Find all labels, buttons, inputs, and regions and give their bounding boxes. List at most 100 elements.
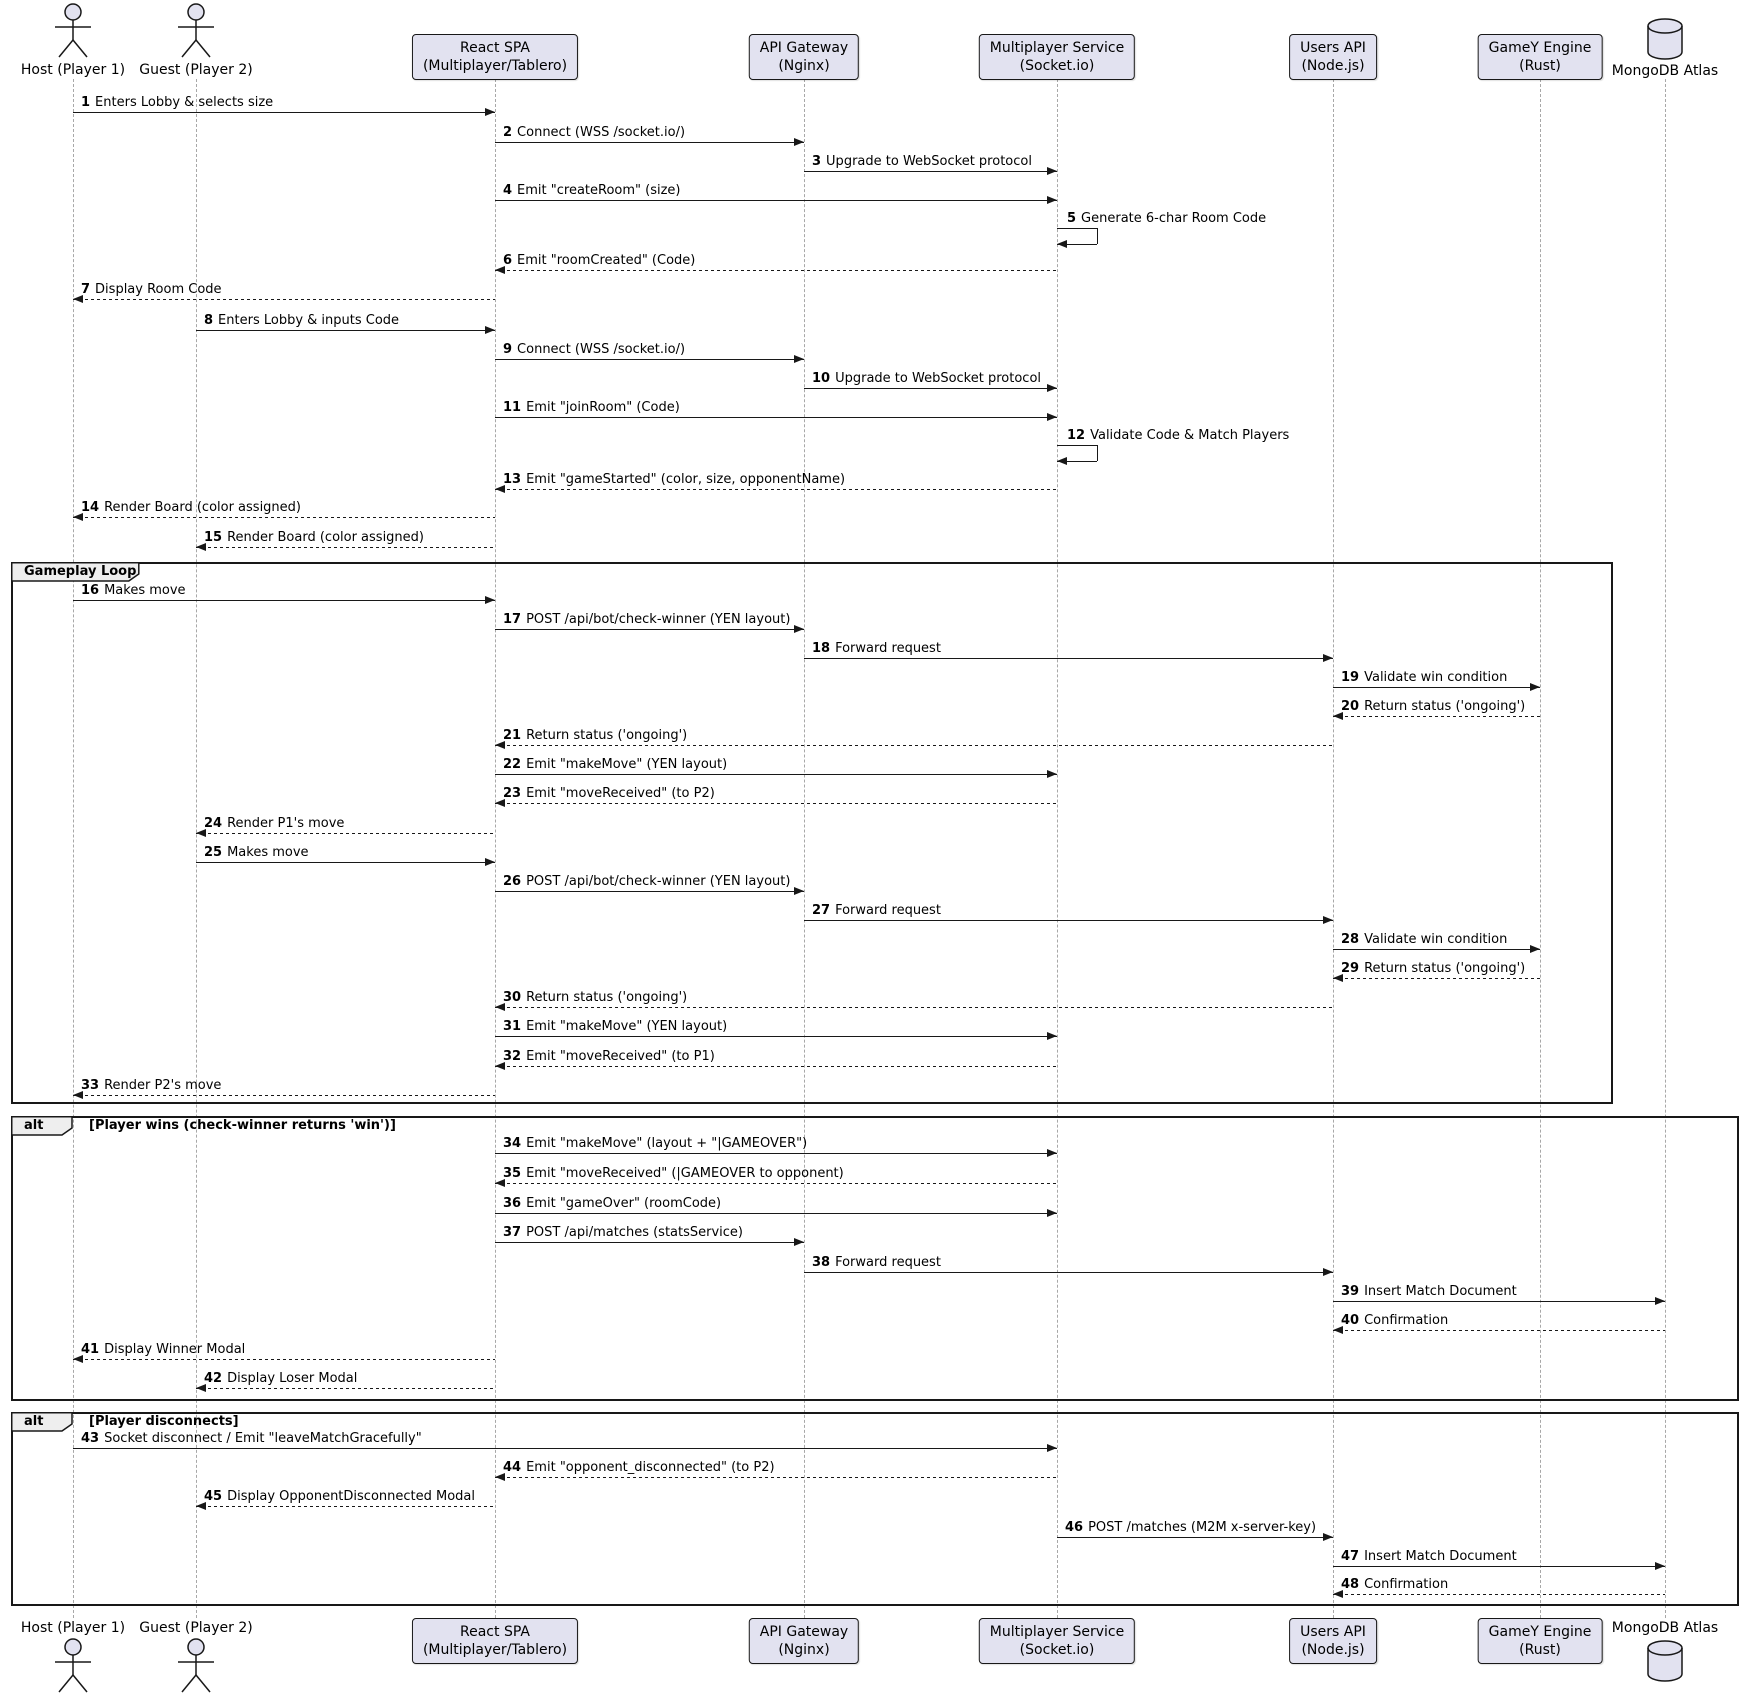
message-line-1	[73, 112, 495, 113]
message-text: Emit "makeMove" (layout + "|GAMEOVER")	[526, 1136, 808, 1151]
message-line-37	[495, 1242, 804, 1243]
message-text: Enters Lobby & inputs Code	[218, 313, 400, 328]
message-line-35	[495, 1183, 1057, 1184]
participant-subname: (Nginx)	[778, 58, 830, 74]
lifeline-host	[73, 79, 74, 1618]
message-number: 46	[1065, 1520, 1084, 1535]
message-text: Render P1's move	[227, 816, 345, 831]
message-line-5-v	[1097, 228, 1098, 244]
message-number: 10	[812, 371, 831, 386]
message-arrowhead-18	[1323, 654, 1333, 662]
message-number: 48	[1341, 1577, 1360, 1592]
message-number: 17	[503, 612, 522, 627]
message-text: Render Board (color assigned)	[227, 530, 424, 545]
message-line-30	[495, 1007, 1333, 1008]
message-text: Display Loser Modal	[227, 1371, 358, 1386]
message-text: Insert Match Document	[1364, 1284, 1517, 1299]
message-number: 22	[503, 757, 522, 772]
message-text: Display OpponentDisconnected Modal	[227, 1489, 476, 1504]
message-line-21	[495, 745, 1333, 746]
message-number: 16	[81, 583, 100, 598]
message-number: 28	[1341, 932, 1360, 947]
alt-player-wins-condition: [Player wins (check-winner returns 'win'…	[89, 1118, 396, 1133]
message-arrowhead-6	[495, 266, 505, 274]
message-text: Forward request	[835, 903, 941, 918]
message-line-11	[495, 417, 1057, 418]
message-line-38	[804, 1272, 1333, 1273]
message-line-12	[1057, 445, 1097, 446]
actor-icon	[178, 3, 214, 58]
participant-subname: (Socket.io)	[1019, 1642, 1095, 1658]
message-text: Connect (WSS /socket.io/)	[517, 342, 686, 357]
participant-subname: (Nginx)	[778, 1642, 830, 1658]
message-arrowhead-15	[196, 543, 206, 551]
message-arrowhead-45	[196, 1502, 206, 1510]
participant-react-bottom: React SPA(Multiplayer/Tablero)	[411, 1618, 579, 1664]
alt-player-disconnects	[11, 1412, 1739, 1606]
message-line-45	[196, 1506, 495, 1507]
message-number: 47	[1341, 1549, 1360, 1564]
message-number: 21	[503, 728, 522, 743]
message-line-7	[73, 299, 495, 300]
message-number: 14	[81, 500, 100, 515]
lifeline-users	[1333, 79, 1334, 1618]
message-number: 32	[503, 1049, 522, 1064]
message-line-22	[495, 774, 1057, 775]
actor-icon	[55, 3, 91, 58]
message-line-47	[1333, 1566, 1665, 1567]
message-line-8	[196, 330, 495, 331]
message-line-12-v	[1097, 445, 1098, 461]
message-number: 8	[204, 313, 214, 328]
participant-subname: (Rust)	[1519, 58, 1561, 74]
message-line-42	[196, 1388, 495, 1389]
message-number: 5	[1067, 211, 1077, 226]
message-line-34	[495, 1153, 1057, 1154]
message-line-24	[196, 833, 495, 834]
message-arrowhead-23	[495, 799, 505, 807]
message-line-43	[73, 1448, 1057, 1449]
message-arrowhead-25	[485, 858, 495, 866]
participant-subname: (Node.js)	[1301, 58, 1365, 74]
participant-name: React SPA	[460, 1624, 530, 1640]
message-number: 40	[1341, 1313, 1360, 1328]
message-number: 12	[1067, 428, 1086, 443]
message-number: 37	[503, 1225, 522, 1240]
message-text: Socket disconnect / Emit "leaveMatchGrac…	[104, 1431, 422, 1446]
message-line-26	[495, 891, 804, 892]
message-number: 19	[1341, 670, 1360, 685]
message-arrowhead-32	[495, 1062, 505, 1070]
message-line-9	[495, 359, 804, 360]
message-arrowhead-26	[794, 887, 804, 895]
message-line-36	[495, 1213, 1057, 1214]
participant-subname: (Socket.io)	[1019, 58, 1095, 74]
group-gameplay-loop-tab	[11, 562, 140, 582]
message-text: Display Winner Modal	[104, 1342, 246, 1357]
message-line-4	[495, 200, 1057, 201]
message-number: 35	[503, 1166, 522, 1181]
message-line-33	[73, 1095, 495, 1096]
message-number: 42	[204, 1371, 223, 1386]
message-text: Enters Lobby & selects size	[95, 95, 274, 110]
message-line-41	[73, 1359, 495, 1360]
message-line-6	[495, 270, 1057, 271]
message-arrowhead-41	[73, 1355, 83, 1363]
participant-name: GameY Engine	[1488, 40, 1592, 56]
participant-name: GameY Engine	[1488, 1624, 1592, 1640]
message-arrowhead-10	[1047, 384, 1057, 392]
participant-name: API Gateway	[759, 1624, 849, 1640]
